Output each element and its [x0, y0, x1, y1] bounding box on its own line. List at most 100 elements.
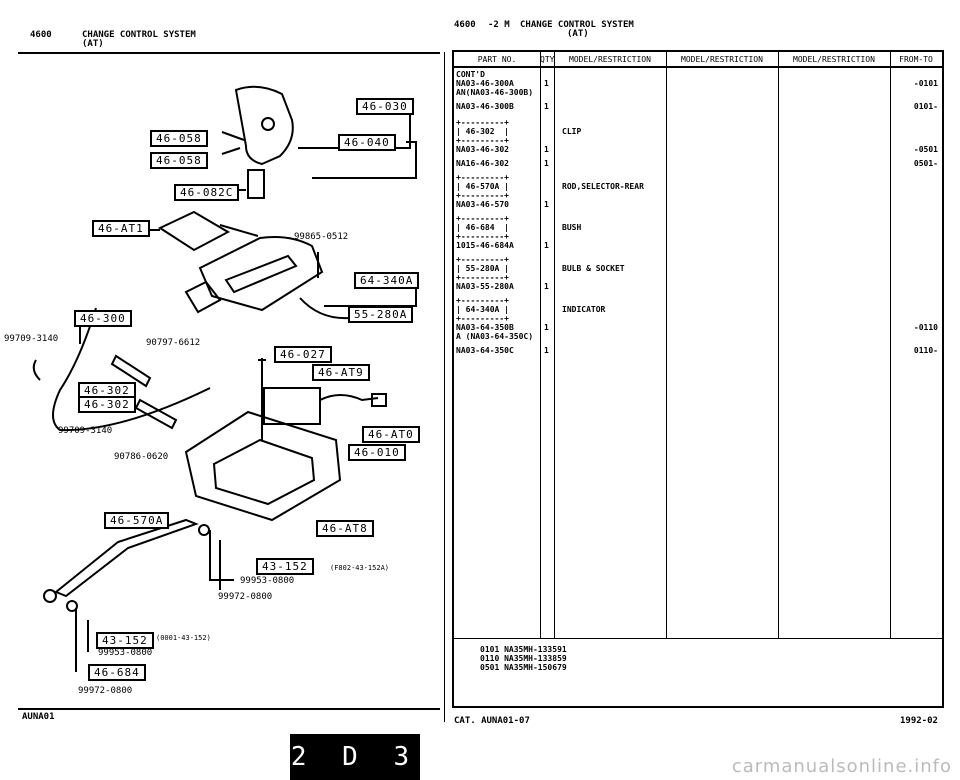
bulb-wire-shape — [299, 297, 351, 320]
knob-button-shape — [261, 117, 275, 131]
right-footer-catalog: CAT. AUNA01-07 — [454, 716, 530, 726]
right-section-number: 4600 — [454, 20, 476, 30]
part-number-99709-3140-upper: 99709-3140 — [4, 334, 59, 344]
right-footer-date: 1992-02 — [900, 716, 938, 726]
selector-lever-shape — [258, 358, 266, 440]
knob-screws-shape — [221, 131, 245, 155]
callout-46-027: 46-027 — [274, 346, 332, 363]
shift-knob-shape — [234, 85, 294, 166]
part-number-99865-0512: 99865-0512 — [294, 232, 349, 242]
part-number-99972-0800-upper: 99972-0800 — [218, 592, 273, 602]
cell-description: BULB & SOCKET — [562, 264, 625, 273]
cell-qty: 1 — [544, 241, 549, 250]
callout-46-030: 46-030 — [356, 98, 414, 115]
cell-qty: 1 — [544, 323, 549, 332]
header-model-restriction-1: MODEL/RESTRICTION — [554, 52, 666, 68]
cell-from-to: 0501- — [913, 159, 938, 168]
indicator-pad-shape — [184, 280, 222, 314]
solenoid-wire-shape — [319, 394, 379, 402]
cable-clip-shape — [32, 359, 41, 381]
callout-46-300: 46-300 — [74, 310, 132, 327]
exploded-parts-diagram: 46-030 46-058 46-058 46-040 46-082C 46-A… — [0, 60, 440, 700]
cell-from-to: -0501 — [913, 145, 938, 154]
cell-qty: 1 — [544, 79, 549, 88]
cell-part-no: +---------+ — [456, 214, 509, 223]
cell-part-no: +---------+ — [456, 191, 509, 200]
cell-part-no: +---------+ — [456, 118, 509, 127]
callout-46-570A: 46-570A — [104, 512, 170, 529]
right-page-title: CHANGE CONTROL SYSTEM — [520, 20, 634, 30]
cell-part-no: NA03-46-570 — [456, 200, 509, 209]
note-0001-43-152: (0001-43-152) — [156, 634, 211, 642]
col-divider — [540, 52, 541, 638]
cell-part-no: NA03-55-280A — [456, 282, 514, 291]
callout-55-280A: 55-280A — [348, 306, 414, 323]
serial-note: 0501 NA35MH-150679 — [480, 663, 567, 672]
solenoid-block-shape — [263, 387, 321, 425]
header-from-to: FROM-TO — [890, 52, 942, 68]
left-header-rule — [18, 52, 440, 54]
cell-from-to: 0110- — [913, 346, 938, 355]
cell-qty: 1 — [544, 145, 549, 154]
base-inner-shape — [212, 438, 316, 506]
cell-part-no: | 55-280A | — [456, 264, 509, 273]
sleeve-shape — [247, 169, 265, 199]
cell-part-no: +---------+ — [456, 173, 509, 182]
cell-from-to: 0101- — [913, 102, 938, 111]
clip-lower-shape — [134, 398, 178, 430]
base-plate-shape — [184, 410, 342, 522]
cell-part-no: +---------+ — [456, 273, 509, 282]
indicator-housing-shape — [198, 236, 324, 312]
callout-43-152-upper: 43-152 — [256, 558, 314, 575]
serial-notes-box: 0101 NA35MH-133591 0110 NA35MH-133859 05… — [454, 638, 942, 672]
cell-description: CLIP — [562, 127, 582, 136]
callout-43-152-lower: 43-152 — [96, 632, 154, 649]
header-part-no: PART NO. — [454, 52, 540, 68]
callout-46-AT8: 46-AT8 — [316, 520, 374, 537]
left-footer-rule — [18, 708, 440, 710]
leader-46-040 — [312, 141, 417, 179]
cell-from-to: -0101 — [913, 79, 938, 88]
connector-shape — [371, 393, 387, 407]
cover-rod-shape — [219, 224, 259, 237]
page-tab: 2 D 3 — [290, 734, 420, 780]
cell-part-no: +---------+ — [456, 136, 509, 145]
cell-part-no: NA03-46-300A — [456, 79, 514, 88]
cell-from-to: -0110 — [913, 323, 938, 332]
part-number-99972-0800-lower: 99972-0800 — [78, 686, 133, 696]
header-model-restriction-3: MODEL/RESTRICTION — [778, 52, 890, 68]
header-qty: QTY — [540, 52, 554, 68]
cell-part-no: NA03-64-350C — [456, 346, 514, 355]
left-page-title: CHANGE CONTROL SYSTEM — [82, 30, 196, 40]
clip-upper-shape — [110, 354, 152, 388]
part-number-90797-6612: 90797-6612 — [146, 338, 201, 348]
right-page-subtitle: (AT) — [567, 29, 589, 39]
callout-46-684: 46-684 — [88, 664, 146, 681]
left-section-number: 4600 — [30, 30, 52, 40]
col-divider — [890, 52, 891, 638]
page-divider — [444, 52, 445, 722]
shift-cable-shape — [52, 307, 211, 432]
indicator-window-shape — [224, 254, 298, 294]
parts-table: PART NO. QTY MODEL/RESTRICTION MODEL/RES… — [452, 50, 944, 708]
cell-qty: 1 — [544, 159, 549, 168]
cell-part-no: | 46-570A | — [456, 182, 509, 191]
cell-qty: 1 — [544, 282, 549, 291]
part-number-99953-0800-lower: 99953-0800 — [98, 648, 153, 658]
col-divider — [778, 52, 779, 638]
left-footer-code: AUNA01 — [22, 712, 55, 722]
leader-43-152-upper — [209, 530, 234, 581]
cell-qty: 1 — [544, 346, 549, 355]
cell-qty: 1 — [544, 200, 549, 209]
cell-part-no: NA16-46-302 — [456, 159, 509, 168]
left-page-subtitle: (AT) — [82, 39, 104, 49]
part-number-90786-0620: 90786-0620 — [114, 452, 169, 462]
diagram-drawing — [32, 85, 417, 672]
callout-46-040: 46-040 — [338, 134, 396, 151]
note-f802-43-152a: (F802-43-152A) — [330, 564, 390, 572]
cell-description: BUSH — [562, 223, 582, 232]
rod-end-shape — [43, 589, 57, 603]
selector-rod-shape — [54, 518, 199, 598]
cell-description: INDICATOR — [562, 305, 606, 314]
callout-46-010: 46-010 — [348, 444, 406, 461]
